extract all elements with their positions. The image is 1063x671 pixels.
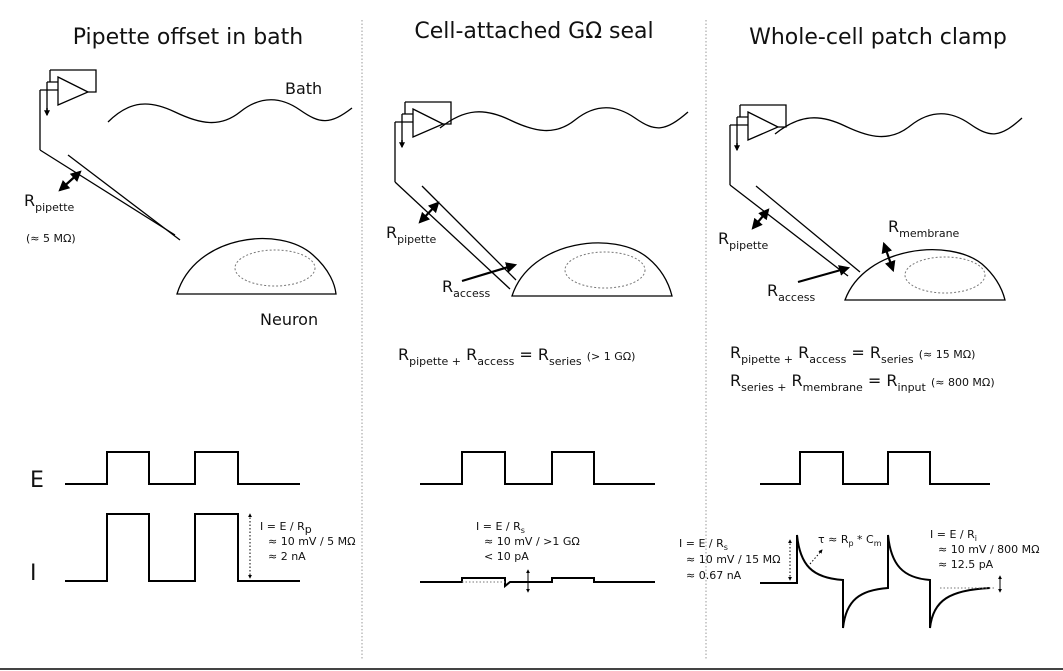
r-pipette-label: Rpipette [386, 223, 437, 246]
series-resistance-equation: Rpipette + Raccess = Rseries (> 1 GΩ) [398, 345, 635, 369]
nucleus [564, 251, 646, 289]
svg-text:≈ 10 mV / 15 MΩ: ≈ 10 mV / 15 MΩ [686, 553, 781, 566]
row-label-i: I [30, 561, 37, 586]
neuron-shape [844, 249, 1006, 301]
bath-surface [439, 107, 689, 132]
voltage-trace [65, 451, 300, 485]
svg-text:I = E / Rs: I = E / Rs [476, 520, 525, 535]
svg-text:≈ 10 mV / 800 MΩ: ≈ 10 mV / 800 MΩ [938, 543, 1040, 556]
pipette-resistance-value: (≈ 5 MΩ) [26, 232, 76, 245]
svg-text:I = E / Ri: I = E / Ri [930, 528, 977, 543]
bath-surface [107, 99, 353, 124]
r-pipette-label: Rpipette [24, 191, 75, 214]
panel-2-title: Cell-attached GΩ seal [414, 19, 653, 44]
voltage-trace [420, 451, 655, 485]
svg-text:≈ 10 mV / 5 MΩ: ≈ 10 mV / 5 MΩ [268, 535, 356, 548]
panel-1-title: Pipette offset in bath [73, 25, 303, 50]
input-resistance-equation: Rseries + Rmembrane = Rinput (≈ 800 MΩ) [730, 371, 995, 395]
series-resistance-equation: Rpipette + Raccess = Rseries (≈ 15 MΩ) [730, 343, 975, 367]
bath-label: Bath [285, 79, 322, 98]
neuron-shape [511, 242, 673, 297]
neuron-label: Neuron [260, 310, 318, 329]
svg-text:< 10 pA: < 10 pA [484, 550, 529, 563]
current-note-right: I = E / Ri ≈ 10 mV / 800 MΩ ≈ 12.5 pA [930, 528, 1040, 571]
neuron-shape [176, 237, 337, 295]
svg-text:≈ 0.67 nA: ≈ 0.67 nA [686, 569, 742, 582]
amplifier-icon [394, 101, 452, 182]
nucleus [904, 256, 986, 294]
panel-3-title: Whole-cell patch clamp [749, 25, 1007, 50]
svg-text:I = E / Rs: I = E / Rs [679, 537, 728, 552]
current-trace [760, 534, 991, 629]
current-trace [65, 513, 300, 582]
svg-text:≈ 10 mV / >1 GΩ: ≈ 10 mV / >1 GΩ [484, 535, 580, 548]
current-note: I = E / Rp ≈ 10 mV / 5 MΩ ≈ 2 nA [260, 520, 356, 563]
current-note-left: I = E / Rs ≈ 10 mV / 15 MΩ ≈ 0.67 nA [679, 537, 781, 582]
r-membrane-label: Rmembrane [888, 217, 960, 240]
bath-surface [774, 113, 1023, 138]
r-pipette-label: Rpipette [718, 229, 769, 252]
voltage-trace [760, 451, 990, 485]
pipette-icon [39, 149, 181, 241]
r-access-label: Raccess [442, 277, 490, 300]
r-access-label: Raccess [767, 281, 815, 304]
amplifier-icon [39, 69, 97, 150]
current-trace [420, 577, 655, 589]
time-constant-label: τ ≈ Rp * Cm [818, 533, 882, 548]
amplifier-icon [729, 104, 787, 185]
svg-text:I = E / Rp: I = E / Rp [260, 520, 312, 536]
row-label-e: E [30, 468, 44, 493]
svg-text:≈ 12.5 pA: ≈ 12.5 pA [938, 558, 994, 571]
nucleus [234, 249, 316, 287]
svg-text:≈ 2 nA: ≈ 2 nA [268, 550, 306, 563]
current-note: I = E / Rs ≈ 10 mV / >1 GΩ < 10 pA [476, 520, 580, 563]
pipette-icon [729, 184, 861, 277]
